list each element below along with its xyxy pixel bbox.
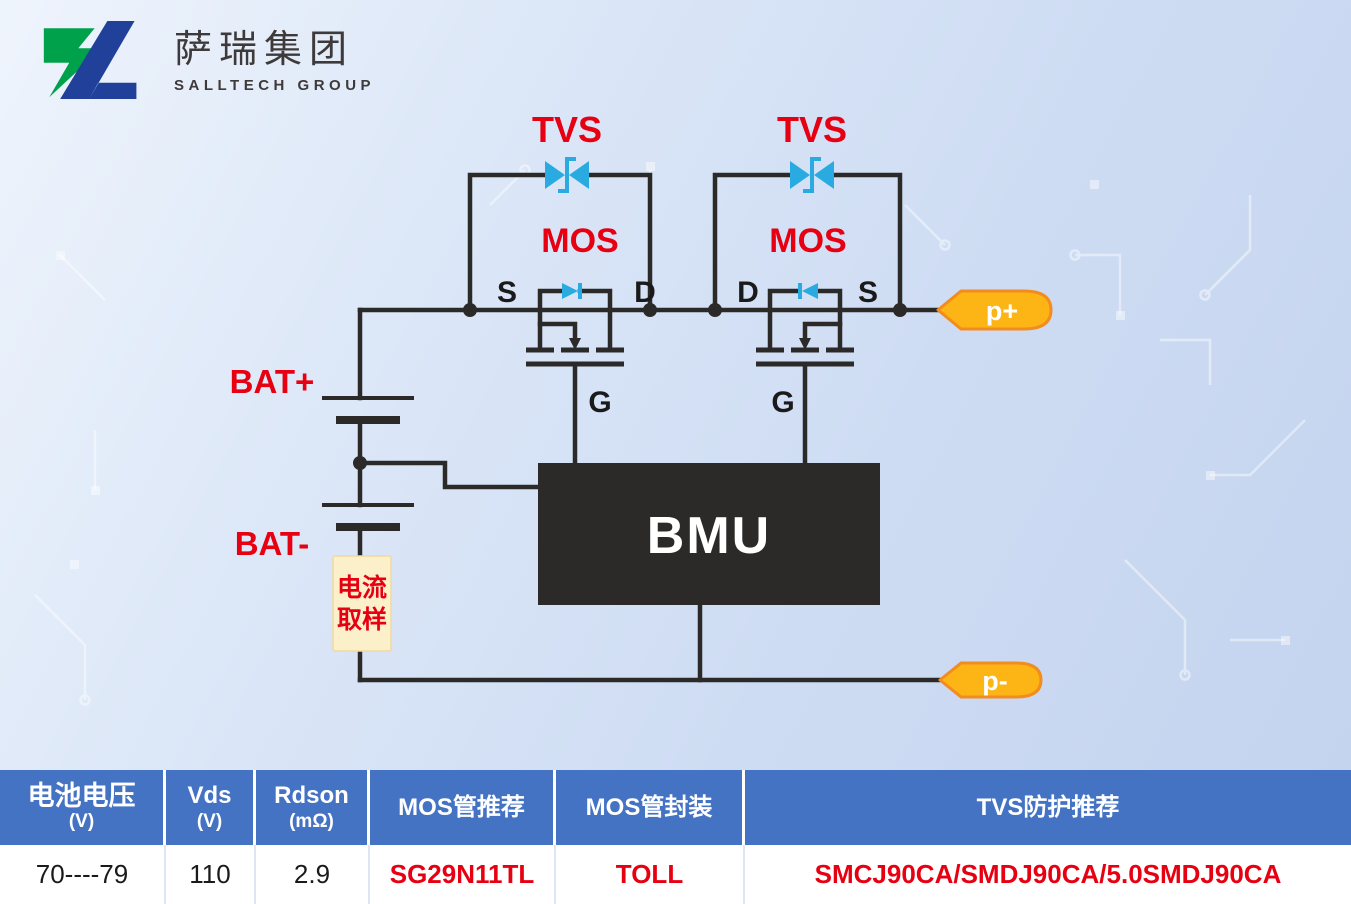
header-tvs-recommendation: TVS防护推荐 xyxy=(976,793,1120,821)
header-mos-recommendation: MOS管推荐 xyxy=(370,770,556,845)
tvs-1-label: TVS xyxy=(532,109,602,150)
cell-mos-part: SG29N11TL xyxy=(370,845,556,904)
table-data-row: 70----79 110 2.9 SG29N11TL TOLL SMCJ90CA… xyxy=(0,845,1351,904)
table-header-row: 电池电压 (V) Vds (V) Rdson (mΩ) MOS管推荐 MOS管封… xyxy=(0,770,1351,845)
mos-2-drain-label: D xyxy=(737,276,759,309)
mos-1-drain-label: D xyxy=(634,276,656,309)
spec-table: 电池电压 (V) Vds (V) Rdson (mΩ) MOS管推荐 MOS管封… xyxy=(0,770,1351,904)
mos-1-gate-label: G xyxy=(588,386,611,419)
cell-mos-package: TOLL xyxy=(556,845,745,904)
cell-tvs-parts: SMCJ90CA/SMDJ90CA/5.0SMDJ90CA xyxy=(814,859,1282,889)
mosfet-1-symbol xyxy=(526,347,624,367)
battery-positive-symbol xyxy=(322,396,414,424)
body-diode-2-icon xyxy=(798,283,818,299)
header-mos-package: MOS管封装 xyxy=(556,770,745,845)
pack-negative-tag xyxy=(938,661,1043,699)
bat-plus-label: BAT+ xyxy=(230,363,315,400)
mos-2-source-label: S xyxy=(858,276,878,309)
company-logo: 萨瑞集团 SALLTECH GROUP xyxy=(42,16,375,104)
tvs-diode-1-icon xyxy=(545,157,589,193)
current-sense-label-2: 取样 xyxy=(337,605,387,634)
tvs-2-label: TVS xyxy=(777,109,847,150)
pack-positive-label: p+ xyxy=(986,296,1018,326)
cell-rdson: 2.9 xyxy=(256,845,370,904)
header-rdson: Rdson (mΩ) xyxy=(256,770,370,845)
mosfet-1-arrow-icon xyxy=(569,338,581,350)
company-name-cn: 萨瑞集团 xyxy=(174,28,355,71)
company-name-en: SALLTECH GROUP xyxy=(174,76,376,94)
mos-2-gate-label: G xyxy=(771,386,794,419)
mosfet-2-arrow-icon xyxy=(799,338,811,350)
mos-2-label: MOS xyxy=(769,222,846,260)
mosfet-2-symbol xyxy=(756,347,854,367)
junction-dots xyxy=(353,303,907,470)
mos-1-source-label: S xyxy=(497,276,517,309)
pack-negative-label: p- xyxy=(982,666,1007,696)
header-vds: Vds (V) xyxy=(166,770,256,845)
circuit-diagram: 电流 取样 BMU p+ p- TVS TVS MOS MOS BAT+ BAT… xyxy=(230,109,1053,699)
battery-negative-symbol xyxy=(322,503,414,531)
bmu-block xyxy=(538,463,880,605)
cell-vds: 110 xyxy=(166,845,256,904)
pack-positive-tag xyxy=(936,289,1053,331)
body-diode-1-icon xyxy=(562,283,582,299)
current-sense-label-1: 电流 xyxy=(337,574,387,602)
header-battery-voltage: 电池电压 (V) xyxy=(0,770,166,845)
logo-mark-icon xyxy=(43,20,137,100)
cell-battery-voltage: 70----79 xyxy=(0,845,166,904)
bmu-label: BMU xyxy=(647,507,771,565)
tvs-diode-2-icon xyxy=(790,157,834,193)
mos-1-label: MOS xyxy=(541,222,618,260)
current-sense-box xyxy=(332,555,392,652)
bat-minus-label: BAT- xyxy=(235,525,310,562)
